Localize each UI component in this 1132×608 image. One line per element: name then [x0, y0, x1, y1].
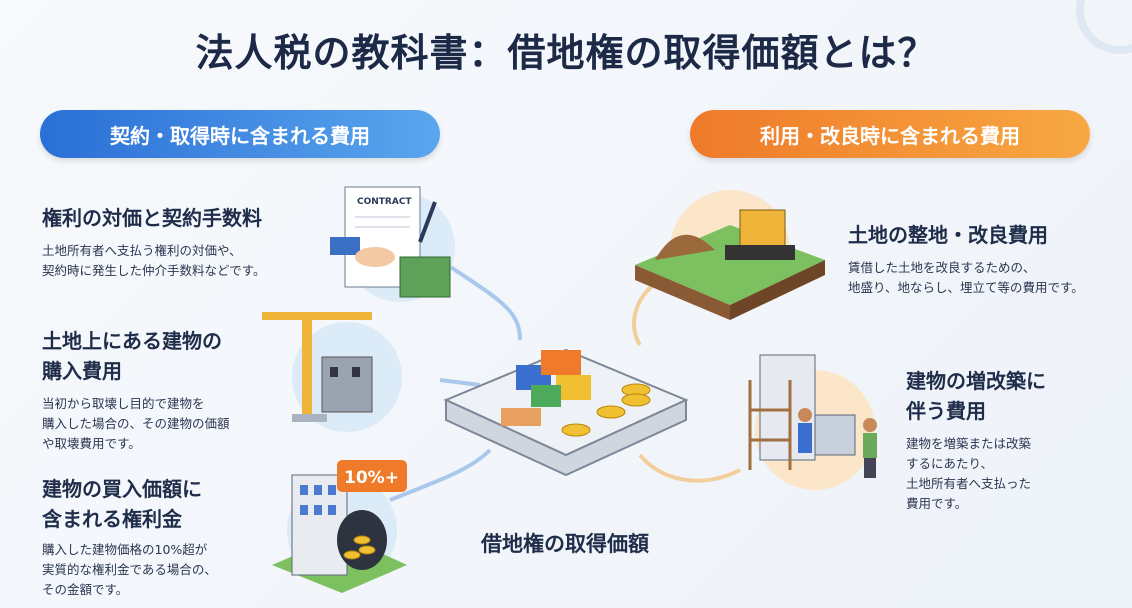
item-heading: 建物の増改築に [906, 369, 1046, 393]
item-desc-line: 土地所有者へ支払う権利の対価や、 [42, 243, 242, 258]
item-heading: 建物の買入価額に [42, 477, 202, 501]
item-contract-fee: 権利の対価と契約手数料 土地所有者へ支払う権利の対価や、契約時に発生した仲介手数… [42, 203, 266, 281]
building-extension-illustration [748, 354, 877, 490]
crane-demolition-illustration [262, 312, 402, 432]
item-land-improvement: 土地の整地・改良費用 賃借した土地を改良するための、地盛り、地ならし、埋立て等の… [848, 220, 1084, 298]
item-desc-line: 当初から取壊し目的で建物を [42, 396, 205, 411]
contract-label: CONTRACT [357, 197, 412, 207]
building-premium-illustration: 10%+ [272, 460, 407, 593]
item-desc-line: 建物を増築または改築 [906, 436, 1032, 451]
section-label-acquisition: 契約・取得時に含まれる費用 [40, 110, 440, 158]
premium-badge: 10%+ [344, 468, 399, 488]
land-grading-illustration [635, 190, 825, 320]
page-title: 法人税の教科書：借地権の取得価額とは？ [195, 31, 937, 75]
contract-handshake-illustration: CONTRACT [330, 186, 455, 302]
item-heading: 伴う費用 [906, 399, 986, 423]
item-desc-line: や取壊費用です。 [42, 436, 141, 451]
center-label: 借地権の取得価額 [481, 532, 649, 556]
item-desc-line: 購入した場合の、その建物の価額 [42, 416, 230, 431]
item-heading: 購入費用 [42, 359, 122, 383]
item-desc-line: 費用です。 [906, 496, 968, 511]
item-desc-line: 契約時に発生した仲介手数料などです。 [42, 263, 266, 278]
central-platform-illustration [443, 348, 689, 477]
section-label-improvement: 利用・改良時に含まれる費用 [690, 110, 1090, 158]
item-desc-line: 実質的な権利金である場合の、 [42, 562, 217, 577]
item-desc-line: するにあたり、 [906, 456, 994, 471]
item-desc-line: 地盛り、地ならし、埋立て等の費用です。 [848, 280, 1084, 295]
item-heading: 土地上にある建物の [42, 329, 222, 353]
item-desc-line: 土地所有者へ支払った [906, 476, 1032, 491]
item-desc-line: 賃借した土地を改良するための、 [848, 260, 1036, 275]
item-desc-line: その金額です。 [42, 582, 129, 597]
item-heading: 権利の対価と契約手数料 [42, 206, 262, 230]
item-premium-in-building: 建物の買入価額に含まれる権利金 購入した建物価格の10%超が実質的な権利金である… [42, 474, 217, 600]
item-building-extension: 建物の増改築に伴う費用 建物を増築または改築するにあたり、土地所有者へ支払った費… [906, 366, 1046, 514]
item-building-purchase: 土地上にある建物の購入費用 当初から取壊し目的で建物を購入した場合の、その建物の… [42, 326, 230, 454]
item-heading: 含まれる権利金 [42, 507, 182, 531]
item-heading: 土地の整地・改良費用 [848, 223, 1048, 247]
item-desc-line: 購入した建物価格の10%超が [42, 542, 208, 557]
